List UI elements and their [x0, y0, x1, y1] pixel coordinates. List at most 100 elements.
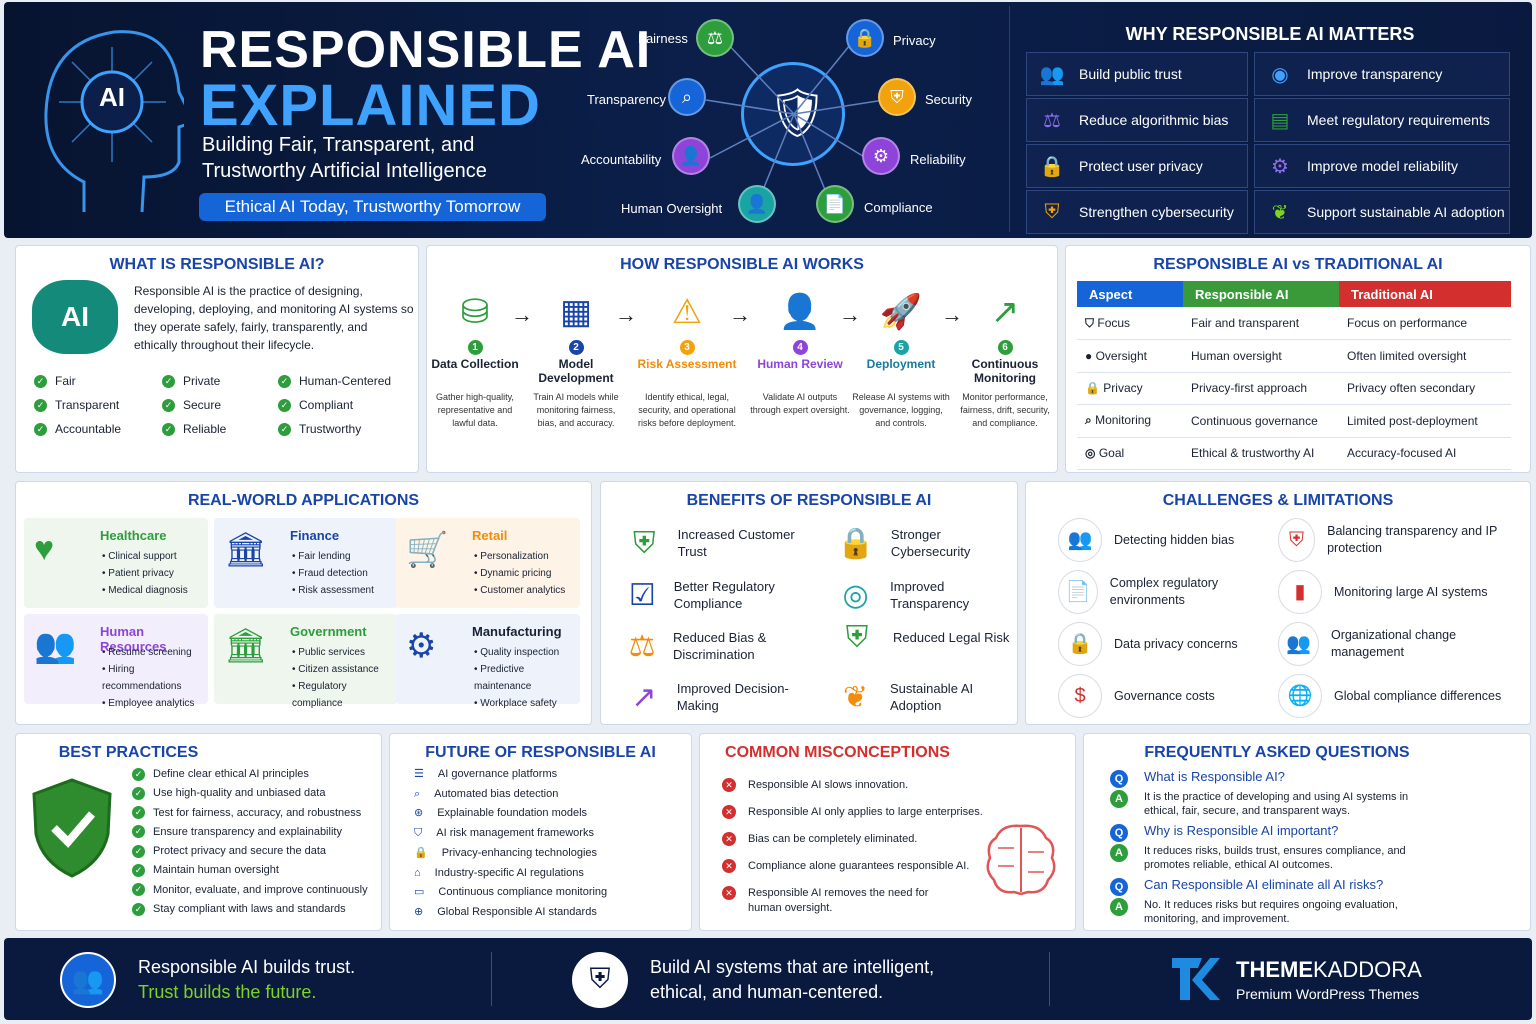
warning-icon: ⚠: [671, 293, 703, 331]
faq-title: FREQUENTLY ASKED QUESTIONS: [1144, 744, 1410, 761]
shield-check-icon: ⛨: [845, 621, 869, 654]
why-item: ◉Improve transparency: [1254, 52, 1510, 96]
eye-icon: ◉: [1271, 63, 1289, 86]
shield-icon: ⛉: [414, 827, 423, 840]
shield-icon: ⛨: [1278, 518, 1316, 562]
dollar-icon: $: [1058, 674, 1102, 718]
heart-icon: ♥: [34, 530, 55, 568]
benefit-item: ⚖Reduced Bias & Discrimination: [628, 629, 767, 663]
brain-circuit-icon: [986, 824, 1056, 896]
trait-item: ✓Trustworthy: [278, 422, 361, 437]
bar-chart-icon: ▮: [1278, 570, 1322, 614]
shield-check-icon: ⛨: [633, 526, 656, 560]
arrow-icon: →: [511, 302, 533, 327]
what-is-panel: WHAT IS RESPONSIBLE AI? AI Responsible A…: [15, 245, 419, 473]
app-hr: 👥Human ResourcesResume screeningHiring r…: [24, 614, 208, 709]
document-icon: ▤: [1270, 109, 1290, 132]
benefits-title: BENEFITS OF RESPONSIBLE AI: [686, 492, 932, 509]
footer-msg1-line1: Responsible AI builds trust.: [138, 957, 356, 977]
trait-item: ✓Accountable: [34, 422, 121, 437]
arrow-icon: →: [839, 302, 861, 327]
chip-icon: ▦: [559, 293, 593, 331]
what-title: WHAT IS RESPONSIBLE AI?: [109, 256, 325, 273]
trend-icon: ↗: [990, 293, 1020, 331]
trait-item: ✓Fair: [34, 374, 76, 389]
benefit-item: ↗Improved Decision-Making: [627, 680, 807, 714]
scales-icon: ⚖: [1043, 109, 1061, 132]
footer-msg2-line1: Build AI systems that are intelligent,: [650, 957, 935, 977]
challenge-item: 👥Organizational change management: [1278, 622, 1518, 666]
why-item: 🔒Protect user privacy: [1026, 144, 1248, 188]
search-icon: ⌕: [414, 787, 421, 800]
ai-brain-icon: AI: [32, 280, 118, 354]
trait-item: ✓Compliant: [278, 398, 353, 413]
brand-logo-icon: [1172, 958, 1220, 1000]
trend-icon: ↗: [631, 680, 657, 714]
benefit-item: ◎Improved Transparency: [837, 578, 1017, 612]
app-retail: 🛒RetailPersonalizationDynamic pricingCus…: [396, 518, 580, 608]
trait-item: ✓Reliable: [162, 422, 226, 437]
app-healthcare: ♥HealthcareClinical supportPatient priva…: [24, 518, 208, 608]
header-banner: AI RESPONSIBLE AI EXPLAINED Building Fai…: [4, 2, 1532, 238]
page-title-line1: RESPONSIBLE AI: [200, 21, 652, 79]
gear-icon: ⚙: [1271, 155, 1289, 178]
arrow-icon: →: [615, 302, 637, 327]
lock-icon: 🔒: [1039, 155, 1065, 178]
people-icon: 👥: [34, 627, 77, 665]
best-practices-list: ✓Define clear ethical AI principles ✓Use…: [132, 765, 368, 919]
fairness-node-icon: ⚖: [696, 19, 734, 57]
challenge-item: ⛨Balancing transparency and IP protectio…: [1278, 518, 1518, 562]
footer-msg2-line2: ethical, and human-centered.: [650, 982, 884, 1002]
node-label-accountability: Accountability: [581, 152, 662, 167]
globe-icon: ⊕: [414, 905, 424, 918]
shield-icon: ⛨: [1044, 200, 1060, 223]
future-list: ☰AI governance platforms ⌕Automated bias…: [414, 768, 608, 918]
transparency-node-icon: ⌕: [668, 78, 706, 116]
chart-icon: ▭: [414, 886, 425, 899]
apps-title: REAL-WORLD APPLICATIONS: [187, 492, 420, 509]
footer-msg1-line2: Trust builds the future.: [138, 982, 317, 1002]
cart-icon: 🛒: [406, 531, 449, 569]
node-label-privacy: Privacy: [893, 33, 936, 48]
node-label-human-oversight: Human Oversight: [621, 201, 723, 216]
arrow-icon: →: [941, 302, 963, 327]
people-alert-icon: 👥: [1058, 518, 1102, 562]
why-item: ❦Support sustainable AI adoption: [1254, 190, 1510, 234]
challenge-item: 👥Detecting hidden bias: [1058, 518, 1278, 562]
people-icon: 👥: [1278, 622, 1319, 666]
benefits-panel: BENEFITS OF RESPONSIBLE AI ⛨Increased Cu…: [600, 481, 1018, 725]
trait-item: ✓Secure: [162, 398, 221, 413]
why-item: ⛨Strengthen cybersecurity: [1026, 190, 1248, 234]
myth-item: ✕Responsible AI slows innovation.: [722, 778, 908, 793]
lock-icon: 🔒: [1058, 622, 1102, 666]
building-icon: ⌂: [414, 866, 421, 879]
people-icon: 👥: [1039, 63, 1065, 86]
trait-item: ✓Private: [162, 374, 220, 389]
security-node-icon: ⛨: [878, 78, 916, 116]
footer-bar: 👥 Responsible AI builds trust. Trust bui…: [4, 938, 1532, 1020]
app-manufacturing: ⚙ManufacturingQuality inspectionPredicti…: [396, 614, 580, 709]
challenges-panel: CHALLENGES & LIMITATIONS 👥Detecting hidd…: [1025, 481, 1531, 725]
target-icon: ◎: [842, 578, 869, 612]
page-title-line2: EXPLAINED: [200, 73, 541, 138]
best-title: BEST PRACTICES: [58, 744, 199, 761]
challenge-item: $Governance costs: [1058, 674, 1278, 718]
future-panel: FUTURE OF RESPONSIBLE AI ☰AI governance …: [389, 733, 692, 931]
human-oversight-node-icon: 👤: [738, 185, 776, 223]
trait-item: ✓Transparent: [34, 398, 119, 413]
brain-icon: ⊛: [414, 807, 424, 820]
why-item: ⚖Reduce algorithmic bias: [1026, 98, 1248, 142]
building-icon: 🏛: [224, 627, 268, 665]
